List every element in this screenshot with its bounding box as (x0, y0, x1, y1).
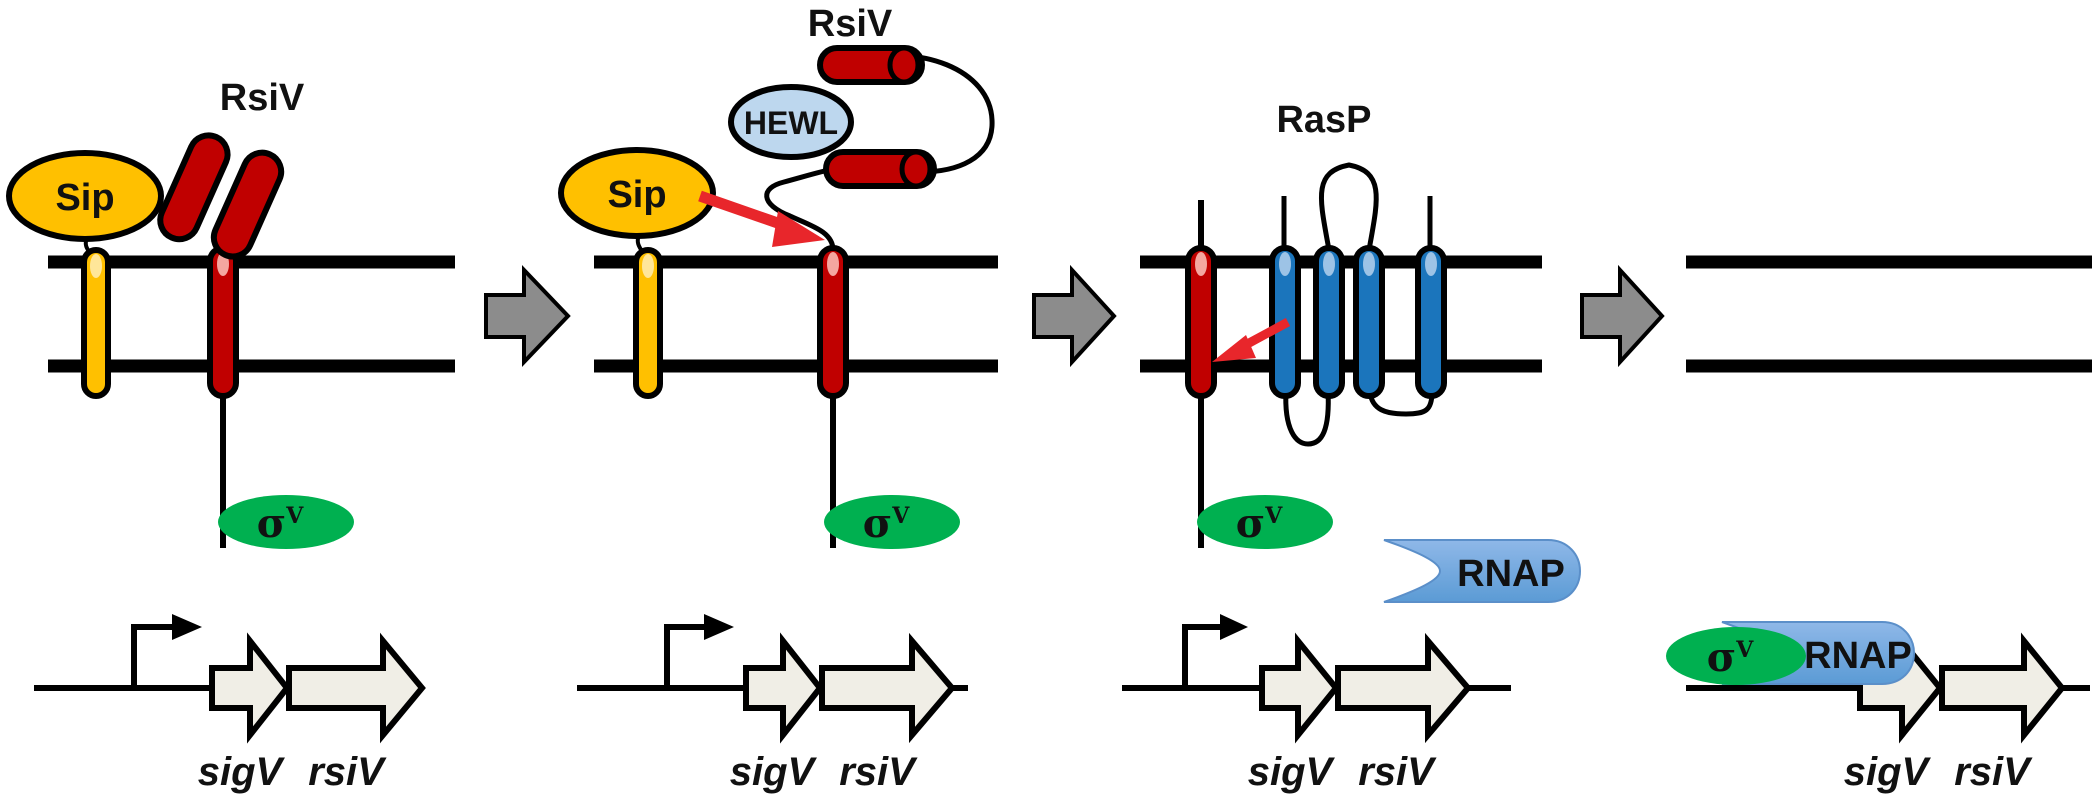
sip-transmembrane-helix (81, 247, 111, 399)
hewl-label: HEWL (744, 105, 838, 141)
rasp-tm-helix-3 (1353, 245, 1385, 399)
promoter-arrow (131, 624, 174, 688)
sigv-gene-label: sigV (1844, 750, 1932, 794)
rasp-periplasmic-loop (1318, 162, 1379, 251)
rsiv-tm-highlight (827, 252, 839, 276)
sip-cleavage-arrow (698, 190, 825, 247)
rasp-tm-highlight (1425, 252, 1437, 276)
rsiv-helix-upper (817, 45, 925, 85)
rsiv-transmembrane-helix (1185, 245, 1217, 399)
rsiv-gene-label: rsiV (839, 750, 918, 794)
sigv-gene-label: sigV (730, 750, 818, 794)
rasp-cleavage-arrow (1212, 318, 1291, 362)
rsiv-gene-label: rsiV (308, 750, 387, 794)
sigv-gene-arrow (1259, 632, 1340, 744)
rasp-tm-highlight (1323, 252, 1335, 276)
rasp-cytoplasmic-loop-1 (1283, 389, 1331, 447)
promoter-arrowhead (172, 614, 202, 640)
rnap-label: RNAP (1804, 635, 1912, 677)
sigma-v-factor (824, 495, 960, 549)
sip-label: Sip (607, 174, 666, 216)
step-arrow-2 (1032, 264, 1117, 368)
sigv-gene-label: sigV (1248, 750, 1336, 794)
step-arrow-3 (1580, 264, 1665, 368)
panel-2-hewl-binding: HEWL RsiV Sip σV sigV rsiV (558, 3, 998, 794)
panel-3-rasp-cleavage: RasP σV RNAP sigV rsiV (1122, 99, 1582, 794)
rsiv-gene-arrow (819, 632, 956, 744)
rasp-tm-helix-4 (1415, 245, 1447, 399)
promoter-arrow (1182, 624, 1222, 688)
rasp-tm-highlight (1363, 252, 1375, 276)
sip-domain (6, 150, 164, 242)
rnap-label: RNAP (1457, 553, 1565, 595)
panel-4-transcription-activated: RNAP σV sigV rsiV (1666, 255, 2092, 794)
sip-tm-highlight (90, 254, 102, 278)
sip-tm-highlight (642, 254, 654, 278)
promoter-arrow (664, 624, 706, 688)
hewl-lysozyme (728, 84, 854, 160)
rsiv-gene-arrow (286, 632, 426, 744)
sigma-v-label: σV (1236, 500, 1284, 547)
sigma-v-label: σV (1707, 634, 1755, 681)
sigma-v-label: σV (863, 500, 911, 547)
sigv-gene-label: sigV (198, 750, 286, 794)
sigma-v-factor (1197, 495, 1333, 549)
rnap-enzyme (1383, 539, 1582, 603)
rsiv-helical-domain (157, 132, 285, 260)
rsiv-label: RsiV (808, 3, 893, 45)
sigma-v-factor (1666, 627, 1806, 685)
rsiv-linker (764, 167, 836, 251)
sigv-gene-arrow (743, 632, 824, 744)
rsiv-tm-highlight (1195, 252, 1207, 276)
sip-label: Sip (55, 177, 114, 219)
promoter-arrowhead (704, 614, 734, 640)
rsiv-helix-lower (823, 149, 937, 189)
rasp-label: RasP (1276, 99, 1371, 141)
sigma-v-factor (218, 495, 354, 549)
promoter-arrowhead (1220, 614, 1248, 640)
rasp-cytoplasmic-loop-2 (1367, 391, 1435, 417)
panel-1-resting-state: Sip RsiV σV sigV rsiV (6, 77, 455, 794)
step-arrow-1 (484, 265, 571, 367)
rsiv-gene-arrow (1939, 632, 2066, 744)
rsiv-gene-label: rsiV (1954, 750, 2033, 794)
rsiv-transmembrane-helix (817, 245, 849, 399)
rsiv-gene-label: rsiV (1358, 750, 1437, 794)
sip-domain (558, 147, 716, 239)
sigma-v-label: σV (257, 500, 305, 547)
sigv-gene-arrow (209, 632, 291, 744)
sip-transmembrane-helix (633, 247, 663, 399)
rsiv-label: RsiV (220, 77, 305, 119)
rsiv-gene-arrow (1335, 632, 1472, 744)
rasp-tm-helix-2 (1313, 245, 1345, 399)
rasp-tm-highlight (1279, 252, 1291, 276)
